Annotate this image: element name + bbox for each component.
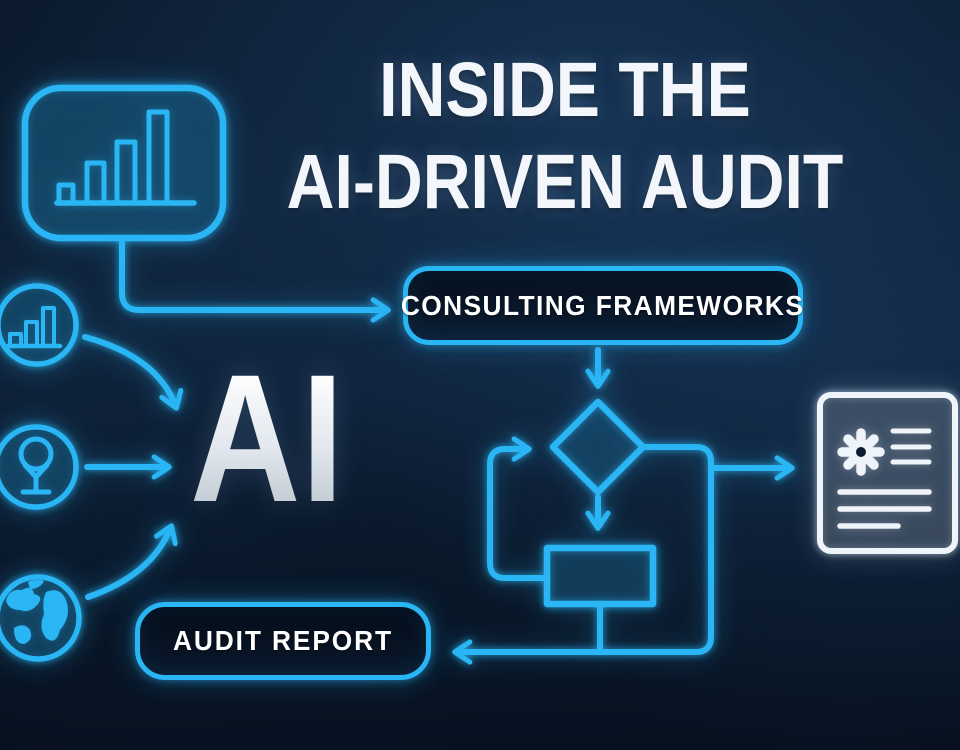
audit-report-label: AUDIT REPORT — [173, 625, 393, 656]
audit-report-node: AUDIT REPORT — [135, 602, 431, 680]
connector-board-to-consulting — [119, 235, 391, 323]
page-title-line2: AI-DRIVEN AUDIT — [286, 139, 844, 226]
loop-rect-to-diamond — [487, 436, 548, 581]
bar-chart-circle-icon — [0, 283, 79, 367]
page-title: INSIDE THE AI-DRIVEN AUDIT — [238, 44, 892, 229]
connector-diamond-to-audit — [452, 444, 714, 665]
ai-label: AI — [190, 336, 345, 540]
process-rectangle-shape — [543, 544, 657, 608]
balloon-marker-circle-icon — [0, 424, 79, 510]
arrow-chart-to-ai — [82, 334, 184, 411]
bar-chart-board-icon — [21, 84, 227, 242]
globe-circle-icon — [0, 574, 82, 662]
consulting-frameworks-label: CONSULTING FRAMEWORKS — [401, 289, 805, 321]
arrow-globe-to-ai — [85, 523, 178, 600]
ai-report-document-icon — [817, 392, 958, 554]
consulting-frameworks-node: CONSULTING FRAMEWORKS — [401, 266, 805, 345]
decision-diamond-shape — [549, 398, 647, 496]
page-title-line1: INSIDE THE — [379, 47, 751, 133]
